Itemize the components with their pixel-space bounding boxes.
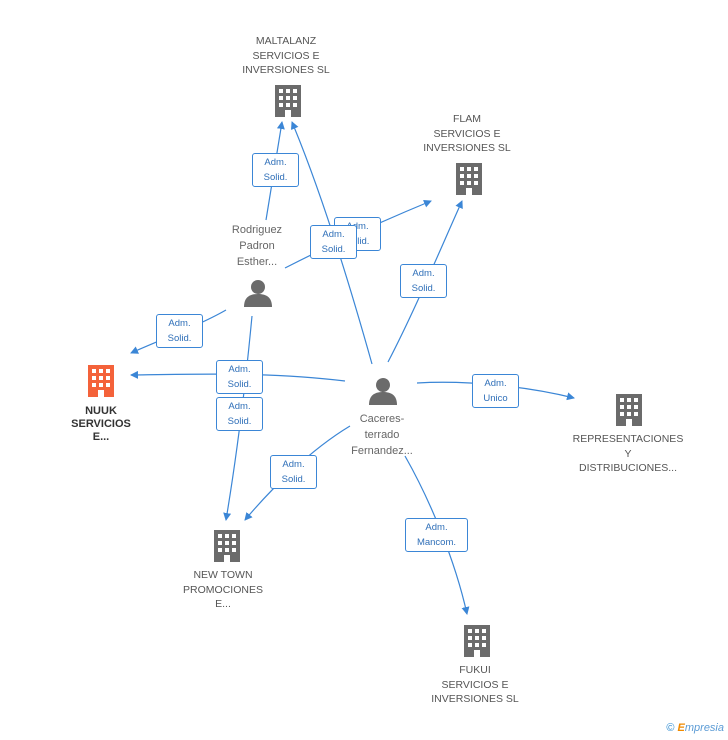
rodriguez-person-icon[interactable] bbox=[244, 280, 272, 307]
nuuk-label[interactable]: NUUK SERVICIOS E... bbox=[71, 405, 131, 443]
rodriguez-label[interactable]: Rodriguez Padron Esther... bbox=[231, 224, 283, 268]
edge-label-rod-nuuk: Adm.Solid. bbox=[156, 314, 203, 348]
edge-label-cac-newtown: Adm.Solid. bbox=[270, 455, 317, 489]
flam-building-icon[interactable] bbox=[456, 163, 482, 195]
edge-caceres-maltalanz bbox=[290, 121, 373, 365]
newtown-label[interactable]: NEW TOWN PROMOCIONES E... bbox=[183, 569, 263, 610]
nuuk-building-icon[interactable] bbox=[88, 365, 114, 397]
maltalanz-building-icon[interactable] bbox=[275, 85, 301, 117]
maltalanz-label[interactable]: MALTALANZ SERVICIOS E INVERSIONES SL bbox=[242, 35, 330, 76]
caceres-label[interactable]: Caceres- terrado Fernandez... bbox=[351, 413, 413, 457]
edge-label-cac-repr: Adm.Unico bbox=[472, 374, 519, 408]
edge-label-rod-newtown: Adm.Solid. bbox=[216, 397, 263, 431]
edge-label-rod-flam: Adm.Solid. bbox=[334, 217, 381, 251]
fukui-building-icon[interactable] bbox=[464, 625, 490, 657]
fukui-label[interactable]: FUKUI SERVICIOS E INVERSIONES SL bbox=[431, 664, 519, 705]
edge-label-cac-flam: Adm.Solid. bbox=[400, 264, 447, 298]
edge-label-cac-fukui: Adm.Mancom. bbox=[405, 518, 468, 552]
representaciones-label[interactable]: REPRESENTACIONES Y DISTRIBUCIONES... bbox=[572, 433, 684, 474]
caceres-person-icon[interactable] bbox=[369, 378, 397, 405]
edge-label-cac-maltalanz: Adm.Solid. bbox=[310, 225, 357, 259]
representaciones-building-icon[interactable] bbox=[616, 394, 642, 426]
copyright-symbol: © bbox=[666, 722, 675, 734]
edge-label-rod-maltalanz: Adm.Solid. bbox=[252, 153, 299, 187]
flam-label[interactable]: FLAM SERVICIOS E INVERSIONES SL bbox=[423, 113, 511, 154]
edge-label-cac-nuuk: Adm.Solid. bbox=[216, 360, 263, 394]
empresia-logo-e: E bbox=[677, 722, 685, 734]
newtown-building-icon[interactable] bbox=[214, 530, 240, 562]
empresia-logo-text: mpresia bbox=[684, 722, 724, 734]
empresia-footer[interactable]: © Empresia bbox=[666, 722, 724, 734]
